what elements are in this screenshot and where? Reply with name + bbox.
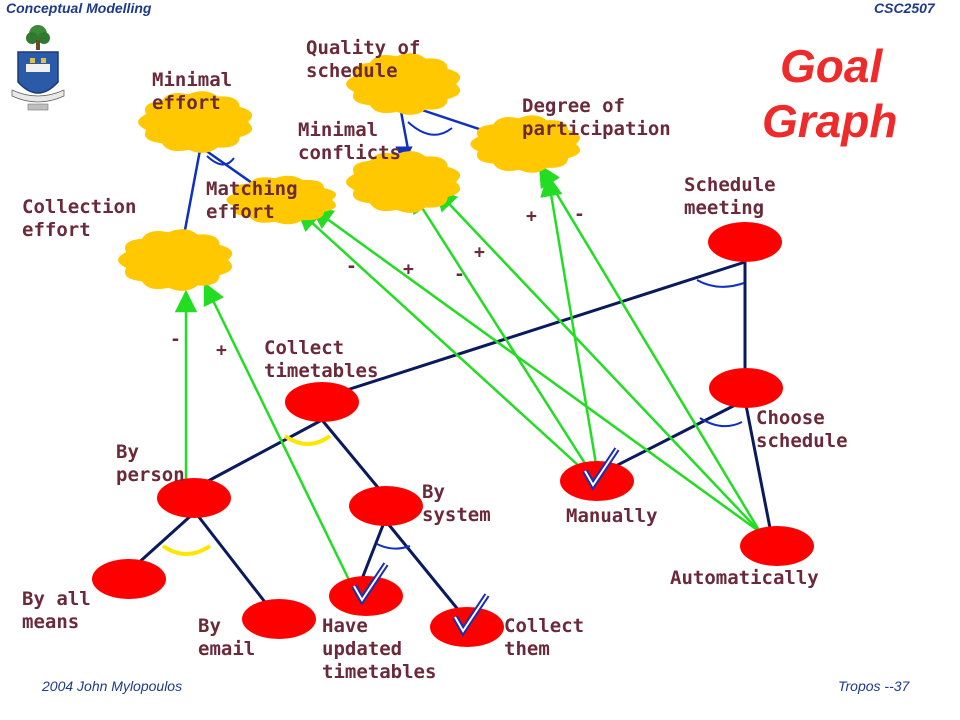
goal-schedule-meeting [708, 222, 782, 262]
goal-label-manually: Manually [566, 505, 658, 527]
check-icon [351, 562, 389, 606]
goal-automatically [740, 526, 814, 566]
softgoal-quality-of-schedule [346, 53, 461, 115]
footer-author: 2004 John Mylopoulos [42, 678, 183, 694]
softgoal-collection-effort [118, 229, 233, 291]
goal-by-person [157, 478, 231, 518]
sign-plus: + [474, 242, 485, 263]
softgoal-clouds [118, 53, 580, 291]
goal-collect-timetables [285, 382, 359, 422]
graph-title-line2: Graph [762, 95, 897, 147]
sign-plus: + [216, 340, 227, 361]
course-code: CSC2507 [874, 0, 935, 16]
sign-minus: - [454, 264, 465, 285]
course-title: Conceptual Modelling [6, 0, 152, 16]
goal-ellipses [92, 222, 814, 647]
sign-minus: - [574, 204, 585, 225]
goal-choose-schedule [709, 368, 783, 408]
graph-title-line1: Goal [780, 40, 883, 92]
goal-by-system [349, 486, 423, 526]
checkmarks [351, 447, 620, 637]
contribution-signs: - + - + - + + - [170, 204, 585, 361]
check-icon [582, 447, 620, 491]
contribution-links [174, 164, 762, 583]
sign-minus: - [346, 256, 357, 277]
footer-page: Tropos --37 [838, 678, 910, 694]
decomposition-links [133, 260, 772, 613]
sign-minus: - [170, 329, 181, 350]
softgoal-matching-effort [226, 175, 336, 225]
goal-label-automatically: Automatically [670, 567, 819, 589]
softgoal-minimal-effort [138, 91, 253, 153]
sign-plus: + [403, 259, 414, 280]
goal-by-all-means [92, 559, 166, 599]
sign-plus: + [526, 206, 537, 227]
check-icon [452, 593, 490, 637]
decomposition-arcs [161, 121, 745, 556]
university-crest-icon [11, 25, 65, 111]
softgoal-degree-of-participation [470, 115, 580, 173]
softgoal-minimal-conflicts [346, 151, 461, 213]
goal-by-email [242, 599, 316, 639]
